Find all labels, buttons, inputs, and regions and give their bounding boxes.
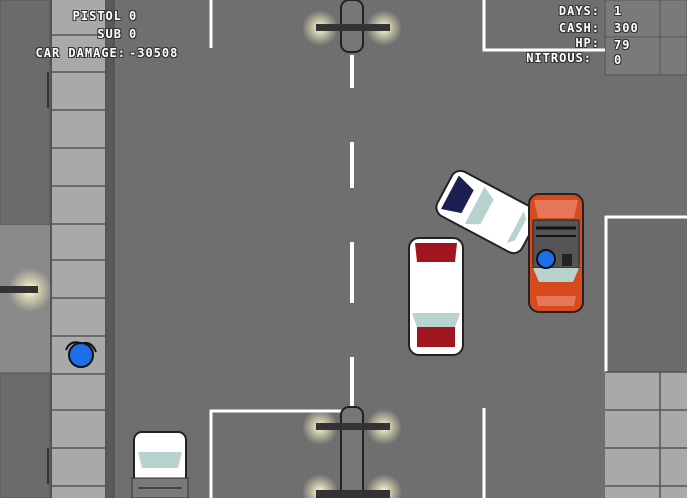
pedestrian — [65, 341, 97, 368]
car-damage-value: -30508 — [129, 46, 179, 60]
pistol-label: PISTOL — [72, 9, 122, 23]
left-buildings — [0, 0, 51, 498]
right-buildings — [604, 0, 687, 498]
parking-lines — [209, 0, 605, 498]
street-light-top — [302, 0, 402, 53]
street-light-left — [0, 268, 52, 312]
left-sidewalk — [50, 0, 115, 498]
days-value: 1 — [614, 4, 623, 18]
player-character — [536, 249, 572, 269]
hp-value: 79 — [614, 38, 631, 52]
cash-label: CASH: — [558, 21, 600, 35]
pistol-value: 0 — [129, 9, 138, 23]
sub-label: SUB — [97, 27, 122, 41]
nitrous-label: NITROUS: — [526, 51, 592, 65]
days-label: DAYS: — [558, 4, 600, 18]
hp-label: HP: — [575, 36, 600, 50]
nitrous-value: 0 — [614, 53, 623, 67]
truck — [131, 431, 189, 498]
red-car — [528, 193, 584, 313]
street-light-bottom — [302, 406, 402, 498]
cash-value: 300 — [614, 21, 639, 35]
white-car-tilted — [435, 169, 539, 255]
car-damage-label: CAR DAMAGE: — [35, 46, 126, 60]
sub-value: 0 — [129, 27, 138, 41]
white-car-red-trim — [408, 237, 464, 356]
